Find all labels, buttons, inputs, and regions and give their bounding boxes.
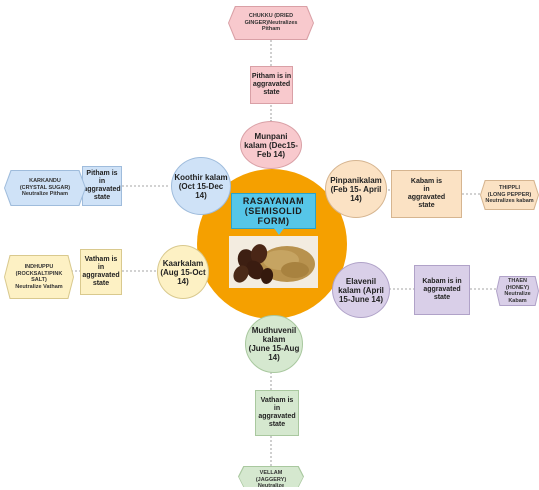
state-box-right-lower: Kabam is in aggravated state — [414, 265, 470, 315]
season-pinpani: Pinpanikalam (Feb 15- April 14) — [325, 160, 387, 218]
remedy-left-lower: INDHUPPU (ROCKSALT/PINK SALT) Neutralize… — [5, 256, 73, 298]
remedy-left-upper: KARKANDU (CRYSTAL SUGAR) Neutralize Pith… — [5, 171, 85, 205]
state-box-left-lower: Vatham is in aggravated state — [80, 249, 122, 295]
remedy-right-upper: THIPPLI (LONG PEPPER) Neutralizes kabam — [481, 181, 538, 209]
season-munpani: Munpani kalam (Dec15- Feb 14) — [240, 121, 302, 169]
center-title: RASAYANAM (SEMISOLID FORM) — [231, 193, 316, 229]
remedy-bottom: VELLAM (JAGGERY) Neutralize — [239, 467, 303, 487]
state-box-bottom: Vatham is in aggravated state — [255, 390, 299, 436]
season-koothir: Koothir kalam (Oct 15-Dec 14) — [171, 157, 231, 215]
state-box-left-upper: Pitham is in aggravated state — [82, 166, 122, 206]
remedy-right-lower: THAEN (HONEY) Neutralize Kabam — [497, 277, 538, 305]
rasayanam-image — [229, 236, 318, 288]
remedy-top: CHUKKU (DRIED GINGER)Neutralizes Pitham — [229, 7, 313, 39]
state-box-right-upper: Kabam is in aggravated state — [391, 170, 462, 218]
state-box-top: Pitham is in aggravated state — [250, 66, 293, 104]
season-kaar: Kaarkalam (Aug 15-Oct 14) — [157, 245, 209, 299]
callout-tail — [274, 228, 284, 235]
season-elavenil: Elavenil kalam (April 15-June 14) — [332, 262, 390, 318]
season-mudhuvenil: Mudhuvenil kalam (June 15-Aug 14) — [245, 315, 303, 373]
